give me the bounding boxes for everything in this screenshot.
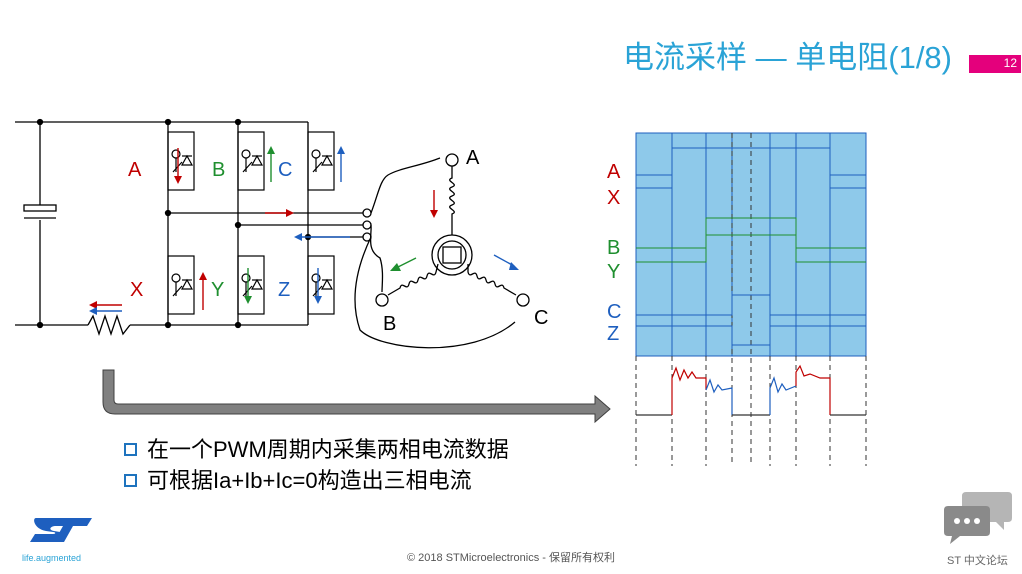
checkbox-bullet-icon <box>124 474 137 487</box>
signal-label-c: C <box>607 301 621 323</box>
signal-label-z: Z <box>607 323 619 345</box>
page-number: 12 <box>1003 56 1017 70</box>
flow-arrow <box>102 369 611 424</box>
switch-a <box>167 131 195 191</box>
switch-x <box>167 255 195 315</box>
motor-diagram <box>354 153 530 349</box>
switch-label-x: X <box>130 279 143 301</box>
signal-label-y: Y <box>607 261 620 283</box>
bullet-item: 在一个PWM周期内采集两相电流数据 <box>124 434 509 465</box>
signal-label-b: B <box>607 237 620 259</box>
footer-copyright: © 2018 STMicroelectronics - 保留所有权利 <box>407 552 615 564</box>
switch-label-a: A <box>128 159 142 181</box>
bullet-text: 在一个PWM周期内采集两相电流数据 <box>147 437 509 462</box>
switch-b <box>237 131 265 191</box>
signal-label-x: X <box>607 187 620 209</box>
bullet-item: 可根据Ia+Ib+Ic=0构造出三相电流 <box>124 465 509 496</box>
shunt-resistor <box>87 313 131 337</box>
motor-label-a: A <box>466 147 480 169</box>
switch-z <box>307 255 335 315</box>
slide-title: 电流采样 — 单电阻(1/8) <box>623 40 952 75</box>
switch-y <box>237 255 265 315</box>
bullet-list: 在一个PWM周期内采集两相电流数据 可根据Ia+Ib+Ic=0构造出三相电流 <box>124 434 509 496</box>
switch-label-c: C <box>278 159 292 181</box>
bullet-text: 可根据Ia+Ib+Ic=0构造出三相电流 <box>147 468 472 493</box>
switch-label-z: Z <box>278 279 290 301</box>
chat-bubbles-icon <box>944 492 1012 544</box>
timing-diagram <box>635 132 867 466</box>
motor-label-b: B <box>383 313 396 335</box>
page-number-badge: 12 <box>969 55 1021 73</box>
checkbox-bullet-icon <box>124 443 137 456</box>
switch-label-b: B <box>212 159 225 181</box>
tagline: life.augmented <box>22 553 82 563</box>
switch-label-y: Y <box>211 279 224 301</box>
signal-label-a: A <box>607 161 621 183</box>
switch-c <box>307 131 335 191</box>
motor-label-c: C <box>534 307 548 329</box>
forum-label[interactable]: ST 中文论坛 <box>947 555 1008 567</box>
st-logo-icon <box>30 518 92 542</box>
